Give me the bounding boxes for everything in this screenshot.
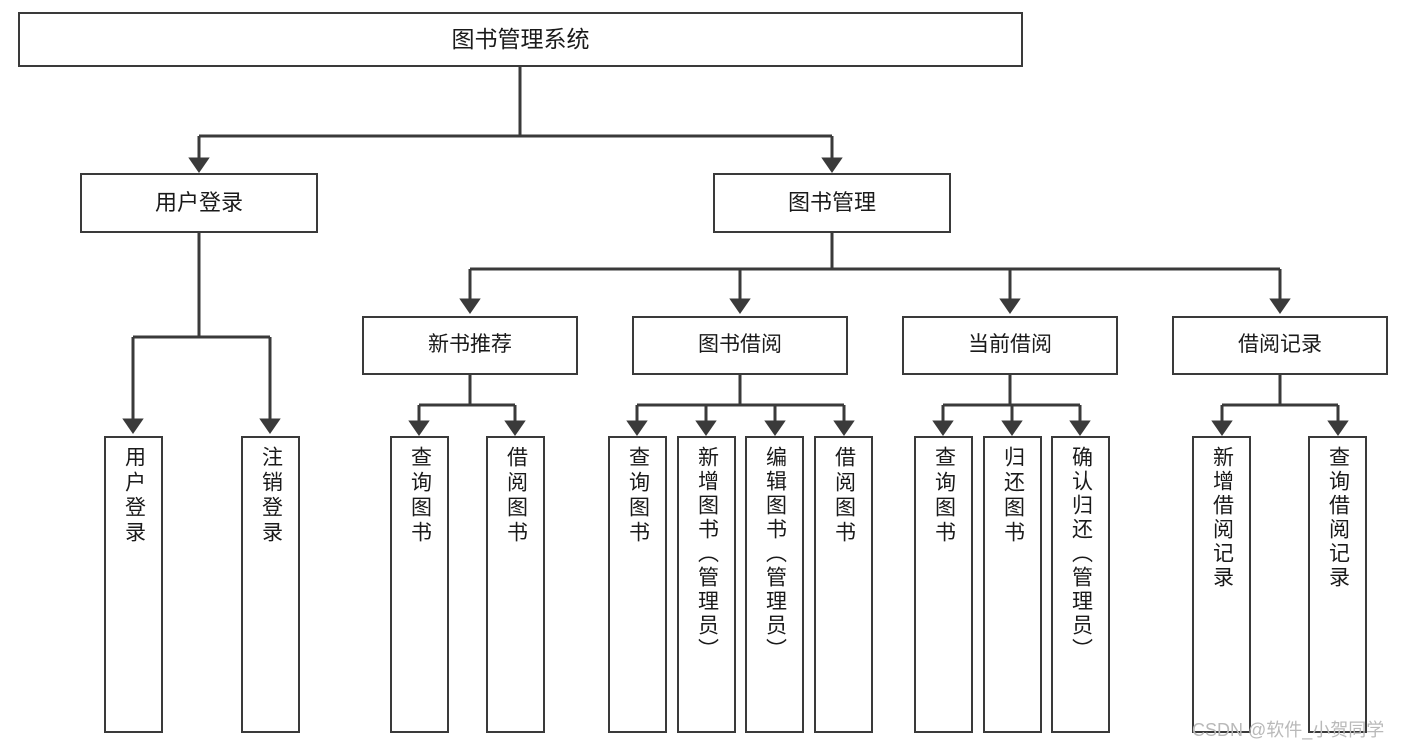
- node-user-login[interactable]: 用户登录: [80, 173, 318, 233]
- node-current-borrow[interactable]: 当前借阅: [902, 316, 1118, 375]
- node-book-manage[interactable]: 图书管理: [713, 173, 951, 233]
- node-label: 图书管理系统: [451, 25, 590, 52]
- node-label: 当前借阅: [968, 333, 1052, 357]
- node-book-borrow[interactable]: 图书借阅: [632, 316, 848, 375]
- node-label: 查询图书: [626, 446, 650, 546]
- node-root-system[interactable]: 图书管理系统: [18, 12, 1023, 67]
- node-label: 借阅记录: [1238, 333, 1322, 357]
- node-label: 查询借阅记录: [1326, 446, 1350, 590]
- leaf-borrow-book-2[interactable]: 借阅图书: [814, 436, 873, 733]
- node-label: 确认归还（管理员）: [1069, 446, 1093, 662]
- csdn-watermark: CSDN @软件_小贺同学: [1192, 720, 1385, 740]
- node-label: 查询图书: [408, 446, 432, 546]
- leaf-query-book-1[interactable]: 查询图书: [390, 436, 449, 733]
- leaf-return-book[interactable]: 归还图书: [983, 436, 1042, 733]
- leaf-borrow-book-1[interactable]: 借阅图书: [486, 436, 545, 733]
- leaf-add-borrow-record[interactable]: 新增借阅记录: [1192, 436, 1251, 733]
- leaf-logout-login[interactable]: 注销登录: [241, 436, 300, 733]
- node-borrow-record[interactable]: 借阅记录: [1172, 316, 1388, 375]
- leaf-confirm-return-admin[interactable]: 确认归还（管理员）: [1051, 436, 1110, 733]
- node-label: 借阅图书: [832, 446, 856, 546]
- leaf-add-book-admin[interactable]: 新增图书（管理员）: [677, 436, 736, 733]
- node-label: 新增图书（管理员）: [695, 446, 719, 662]
- node-new-book-recommend[interactable]: 新书推荐: [362, 316, 578, 375]
- node-label: 借阅图书: [504, 446, 528, 546]
- node-label: 图书管理: [787, 190, 876, 216]
- node-label: 用户登录: [154, 190, 243, 216]
- node-label: 归还图书: [1001, 446, 1025, 546]
- node-label: 新增借阅记录: [1210, 446, 1234, 590]
- node-label: 新书推荐: [428, 333, 512, 357]
- node-label: 注销登录: [259, 446, 283, 546]
- leaf-edit-book-admin[interactable]: 编辑图书（管理员）: [745, 436, 804, 733]
- leaf-user-login[interactable]: 用户登录: [104, 436, 163, 733]
- leaf-query-borrow-record[interactable]: 查询借阅记录: [1308, 436, 1367, 733]
- leaf-query-book-2[interactable]: 查询图书: [608, 436, 667, 733]
- node-label: 图书借阅: [698, 333, 782, 357]
- leaf-query-book-3[interactable]: 查询图书: [914, 436, 973, 733]
- node-label: 查询图书: [932, 446, 956, 546]
- node-label: 用户登录: [122, 446, 146, 546]
- node-label: 编辑图书（管理员）: [763, 446, 787, 662]
